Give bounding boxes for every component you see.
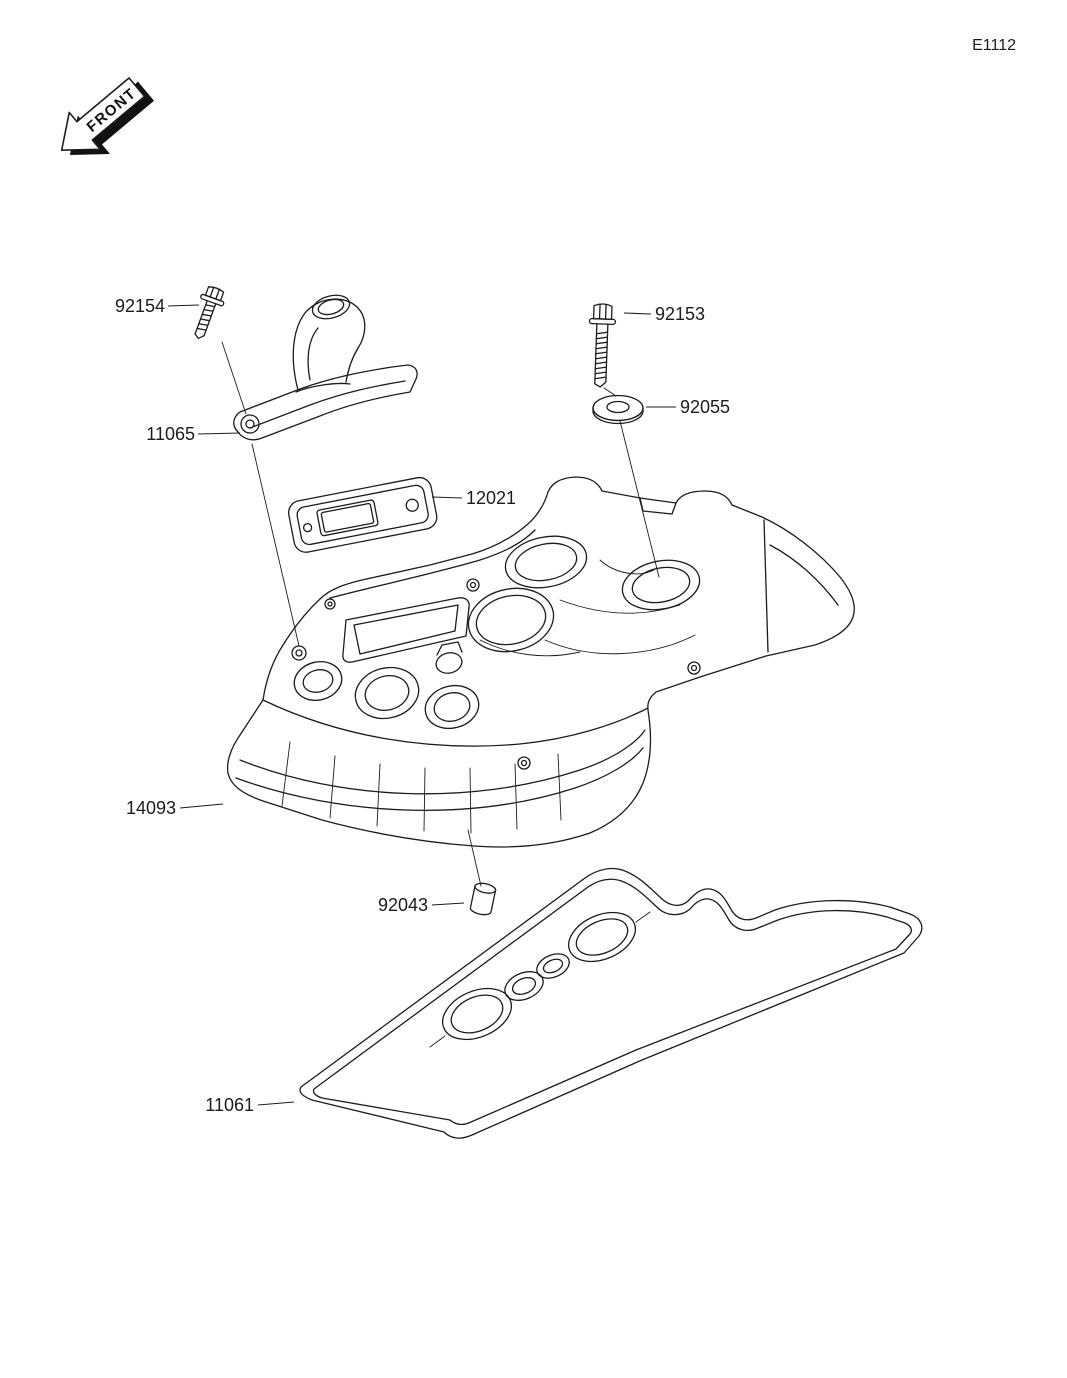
leader-lines — [167, 304, 676, 1106]
part-label-92153: 92153 — [655, 304, 705, 324]
part-label-92043: 92043 — [378, 895, 428, 915]
part-label-11065: 11065 — [146, 424, 195, 444]
part-label-12021: 12021 — [466, 488, 516, 508]
leader-12021 — [431, 496, 463, 499]
part-label-92055: 92055 — [680, 397, 730, 417]
leader-92043 — [431, 902, 465, 906]
part-label-92154: 92154 — [115, 296, 165, 316]
part-labels: 92154 11065 92153 92055 12021 14093 9204… — [115, 296, 730, 1115]
part-14093-cover-drawing — [226, 476, 855, 848]
front-direction-arrow: FRONT — [60, 77, 155, 155]
front-arrow-body — [60, 77, 146, 151]
gasket-inner-outline — [312, 878, 912, 1126]
gasket-outer-outline — [299, 867, 923, 1139]
leader-14093 — [179, 803, 224, 809]
leader-11065 — [197, 432, 241, 435]
page-code: E1112 — [972, 37, 1016, 54]
part-11065-breather-drawing — [233, 294, 418, 441]
leader-92154 — [167, 304, 200, 307]
part-92055-damper-drawing — [592, 394, 644, 425]
part-label-11061: 11061 — [205, 1095, 254, 1115]
cover-outline — [226, 476, 855, 848]
part-12021-plate-drawing — [287, 476, 438, 553]
part-92154-bolt-drawing — [194, 286, 225, 340]
leader-92153 — [623, 312, 652, 315]
part-label-14093: 14093 — [126, 798, 176, 818]
assembly-centerlines — [221, 341, 660, 887]
part-11061-gasket-drawing — [299, 867, 923, 1139]
leader-11061 — [257, 1101, 295, 1106]
part-92153-bolt-drawing — [588, 303, 617, 388]
part-92043-pin-drawing — [469, 882, 497, 916]
